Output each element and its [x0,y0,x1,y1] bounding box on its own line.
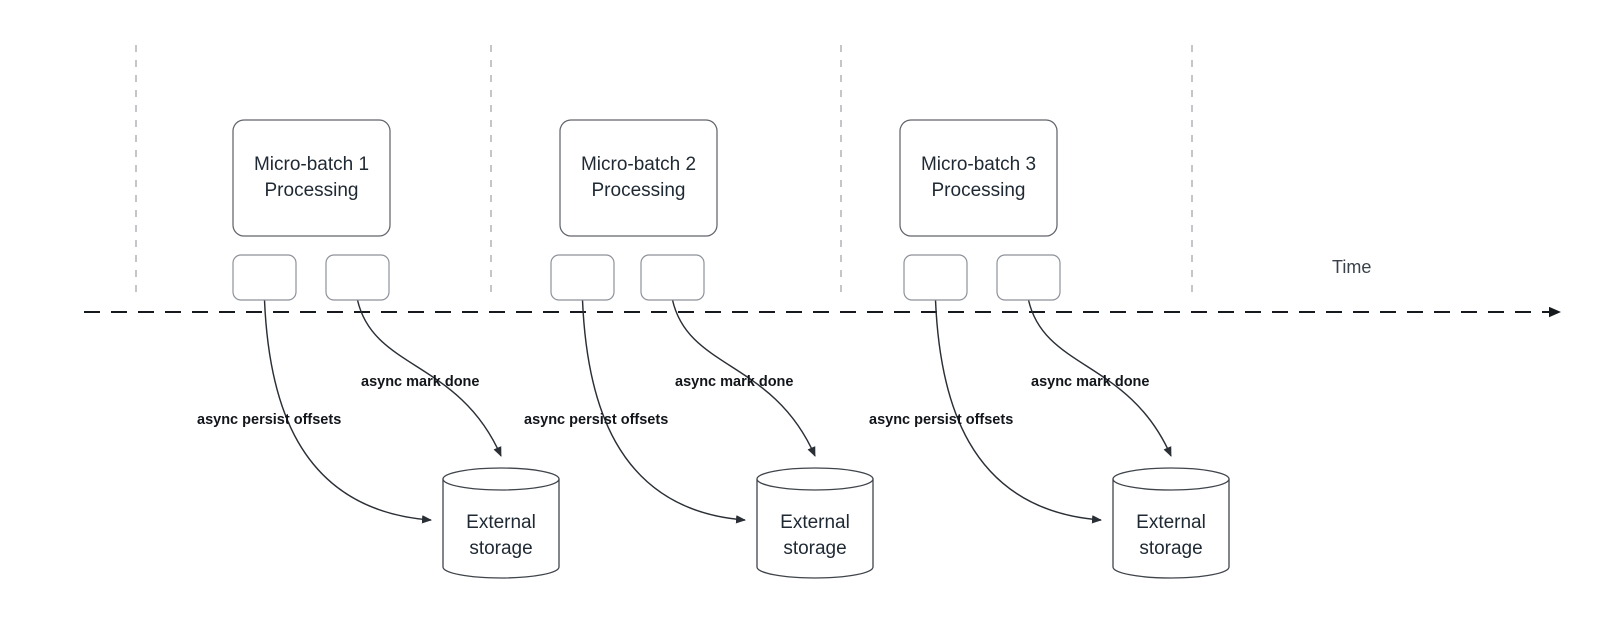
micro-batch-2-persist-offsets-task[interactable] [550,254,615,301]
external-storage-1-label-line2: storage [469,538,532,559]
micro-batch-2-label-line1: Micro-batch 2 [581,154,696,175]
micro-batch-3-mark-done-task[interactable] [996,254,1061,301]
external-storage-2-label-line2: storage [783,538,846,559]
time-axis: Time [84,257,1561,318]
micro-batch-2-persist-offsets-arrow [581,299,746,524]
flow-arrows [263,299,1172,524]
micro-batch-1-persist-offsets-label: async persist offsets [197,412,341,428]
micro-batch-3-persist-offsets-label: async persist offsets [869,412,1013,428]
time-axis-label: Time [1332,257,1371,277]
micro-batch-1-label-line1: Micro-batch 1 [254,154,369,175]
external-storage-2-label-line1: External [780,512,850,533]
micro-batch-1-box[interactable] [232,119,391,237]
external-storage-1-label-line1: External [466,512,536,533]
micro-batch-3-box[interactable] [899,119,1058,237]
external-storage-3-top[interactable] [1112,467,1230,491]
micro-batch-1-mark-done-label: async mark done [361,374,479,390]
external-storage-2-top[interactable] [756,467,874,491]
external-storage-1-top[interactable] [442,467,560,491]
external-storage-3-label-line2: storage [1139,538,1202,559]
micro-batch-2-label-line2: Processing [592,180,686,201]
micro-batch-3-label-line2: Processing [932,180,1026,201]
micro-batch-3-persist-offsets-task[interactable] [903,254,968,301]
external-storage-2-body [756,479,874,579]
micro-batch-1-mark-done-arrow [356,299,502,457]
micro-batch-1-persist-offsets-arrow [263,299,432,524]
micro-batch-3-mark-done-label: async mark done [1031,374,1149,390]
external-storage-3-body [1112,479,1230,579]
batch-boundary-lines [135,45,1193,300]
micro-batch-1-label-line2: Processing [265,180,359,201]
micro-batch-3-persist-offsets-arrow [934,299,1102,524]
external-storage-1-body [442,479,560,579]
micro-batch-2-box[interactable] [559,119,718,237]
micro-batch-1-persist-offsets-task[interactable] [232,254,297,301]
micro-batch-2-mark-done-label: async mark done [675,374,793,390]
external-storage-3-label-line1: External [1136,512,1206,533]
micro-batch-1-mark-done-task[interactable] [325,254,390,301]
micro-batch-2-mark-done-arrow [671,299,816,457]
micro-batch-3-label-line1: Micro-batch 3 [921,154,1036,175]
micro-batch-2-persist-offsets-label: async persist offsets [524,412,668,428]
edge-labels: async persist offsets async mark done asyn… [197,374,1149,428]
micro-batch-2-mark-done-task[interactable] [640,254,705,301]
micro-batch-3-mark-done-arrow [1027,299,1172,457]
